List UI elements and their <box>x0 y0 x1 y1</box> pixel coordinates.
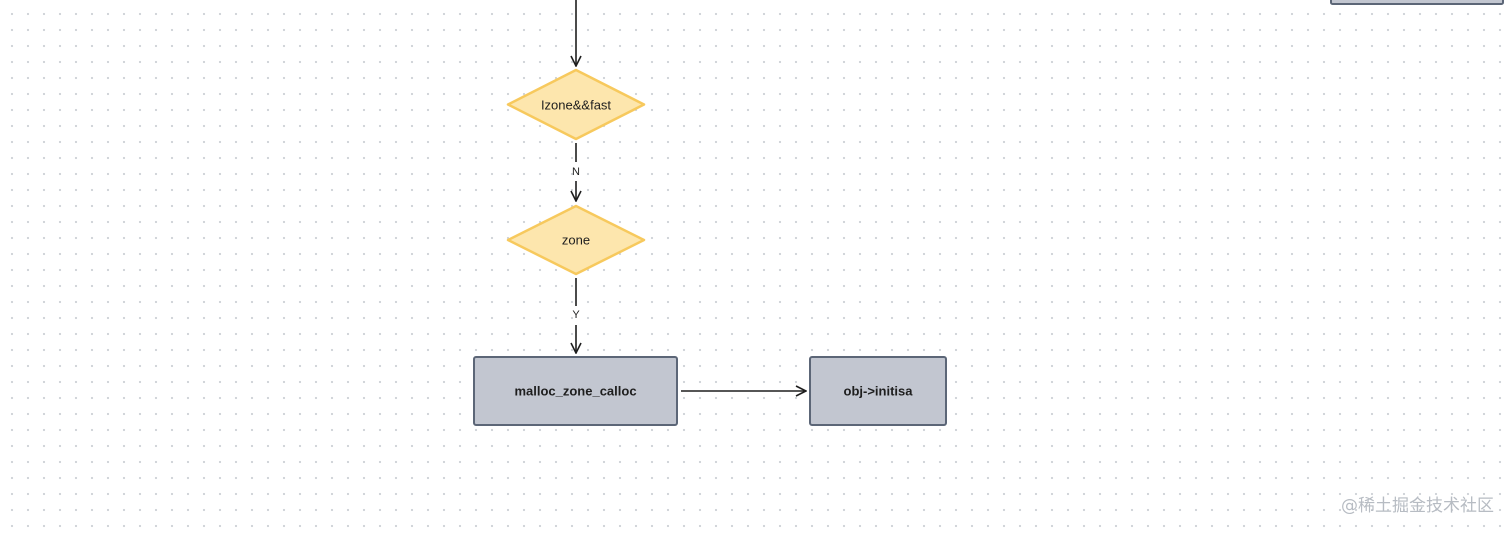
offscreen-node[interactable] <box>1330 0 1504 5</box>
process-node-obj-initisa[interactable]: obj->initisa <box>809 356 947 426</box>
process-node-malloc-zone-calloc[interactable]: malloc_zone_calloc <box>473 356 678 426</box>
decision-node-zone-fast[interactable]: Izone&&fast <box>506 68 646 141</box>
decision-label-zone: zone <box>562 233 590 248</box>
edge-label-n: N <box>572 166 580 178</box>
decision-label-zone-fast: Izone&&fast <box>541 98 611 113</box>
process-label-malloc-zone-calloc: malloc_zone_calloc <box>514 384 636 399</box>
edge-zone-to-calloc: Y <box>572 278 580 353</box>
watermark-text: @稀土掘金技术社区 <box>1341 496 1494 516</box>
edge-label-y: Y <box>572 309 580 321</box>
edge-fast-to-zone: N <box>572 143 580 201</box>
decision-node-zone[interactable]: zone <box>506 204 646 276</box>
process-label-obj-initisa: obj->initisa <box>844 384 914 399</box>
